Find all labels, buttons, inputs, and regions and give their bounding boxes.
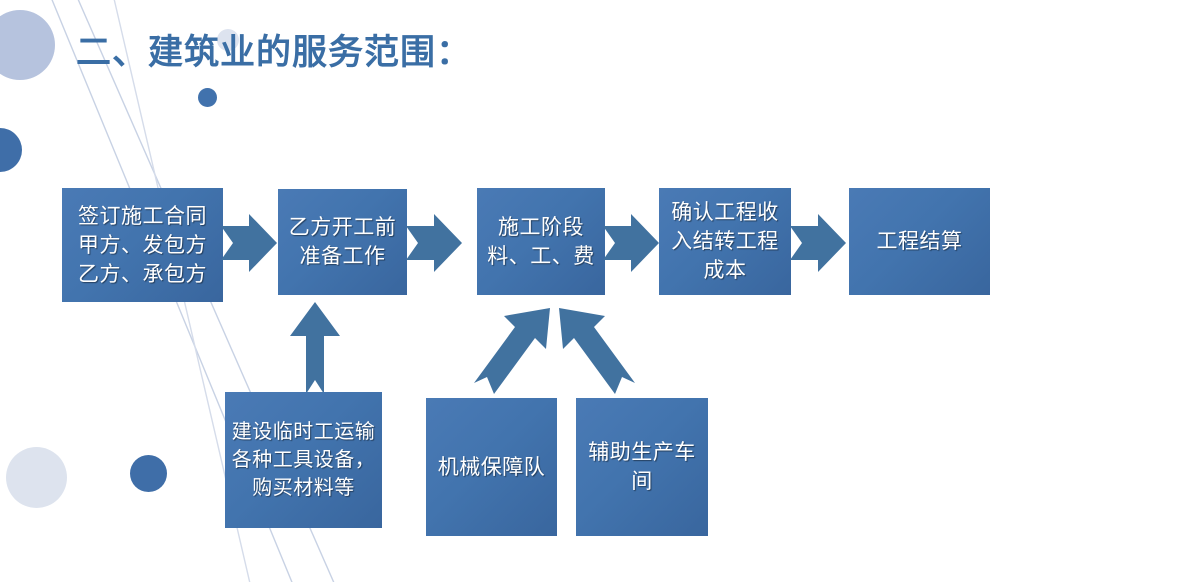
flow-box-contract-label: 签订施工合同甲方、发包方乙方、承包方 [78, 204, 207, 286]
arrow-machine-to-stage [474, 308, 550, 394]
flow-box-auxiliary-workshop[interactable]: 辅助生产车间 [576, 398, 708, 536]
arrow-revenue-to-settlement [790, 214, 846, 272]
decorative-circle-title-dot [198, 88, 217, 107]
arrow-contract-to-prep [221, 214, 277, 272]
flow-box-machine-support-label: 机械保障队 [437, 455, 546, 479]
decorative-circle-bottom-pale [6, 447, 67, 508]
flow-box-contract[interactable]: 签订施工合同甲方、发包方乙方、承包方 [62, 188, 223, 302]
arrow-stage-to-revenue [603, 214, 659, 272]
arrow-auxiliary-to-stage [559, 308, 635, 394]
flow-box-prep-label: 乙方开工前准备工作 [288, 216, 397, 268]
flow-box-settlement[interactable]: 工程结算 [849, 188, 990, 295]
flow-box-stage[interactable]: 施工阶段料、工、费 [477, 188, 605, 295]
decorative-circle-left-edge [0, 128, 22, 172]
arrow-prep-to-stage [406, 214, 462, 272]
flow-box-temporary-works-label: 建设临时工运输各种工具设备，购买材料等 [231, 421, 376, 499]
page-title: 二、建筑业的服务范围： [76, 33, 473, 72]
decorative-circle-bottom-blue [130, 455, 167, 492]
flow-box-revenue[interactable]: 确认工程收入结转工程成本 [659, 188, 791, 295]
arrow-temp-to-prep [290, 302, 340, 394]
flow-box-auxiliary-workshop-label: 辅助生产车间 [588, 441, 696, 493]
flow-box-prep[interactable]: 乙方开工前准备工作 [278, 189, 407, 295]
flow-box-machine-support[interactable]: 机械保障队 [426, 398, 557, 536]
decorative-circle-title-ghost [217, 29, 239, 51]
flow-box-settlement-label: 工程结算 [876, 230, 963, 253]
decorative-circle-large [0, 10, 55, 80]
flow-box-revenue-label: 确认工程收入结转工程成本 [671, 201, 779, 282]
flow-box-temporary-works[interactable]: 建设临时工运输各种工具设备，购买材料等 [225, 392, 382, 528]
flow-box-stage-label: 施工阶段料、工、费 [487, 215, 595, 268]
